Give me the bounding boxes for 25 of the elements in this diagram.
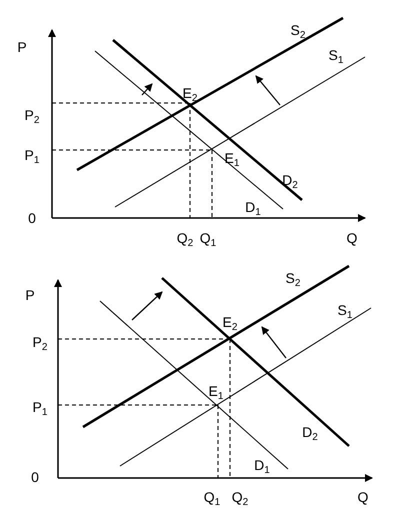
curve-label: S$_{1}$ [338,302,352,318]
tick-label: Q$_{2}$ [232,489,248,505]
tick-label: Q$_{1}$ [200,230,216,246]
axis-label: P$_{1}$ [24,147,40,163]
curve-label: D$_{2}$ [302,424,318,440]
axis-label: P$_{2}$ [32,334,48,350]
axis-label: P [25,287,35,303]
curve-label: D$_{1}$ [254,457,270,473]
curve-label: S$_{2}$ [290,22,306,38]
point-label: E$_{2}$ [222,314,238,330]
curve-label: S$_{2}$ [286,270,300,286]
point-label: E$_{2}$ [182,85,198,101]
curve-label: D$_{1}$ [245,199,261,215]
tick-label: Q$_{2}$ [176,230,194,246]
point-label: E$_{1}$ [208,383,224,399]
curve-label: S$_{1}$ [328,47,344,63]
axis-label: P$_{1}$ [32,399,48,415]
axis-label: P [17,39,27,55]
tick-label: Q$_{1}$ [204,489,220,505]
axis-label: Q [346,230,358,246]
point-label: E$_{1}$ [224,150,240,166]
axis-label: Q [358,489,368,505]
axis-label: 0 [28,210,36,226]
axis-label: P$_{2}$ [24,107,40,123]
axis-label: 0 [31,469,39,485]
